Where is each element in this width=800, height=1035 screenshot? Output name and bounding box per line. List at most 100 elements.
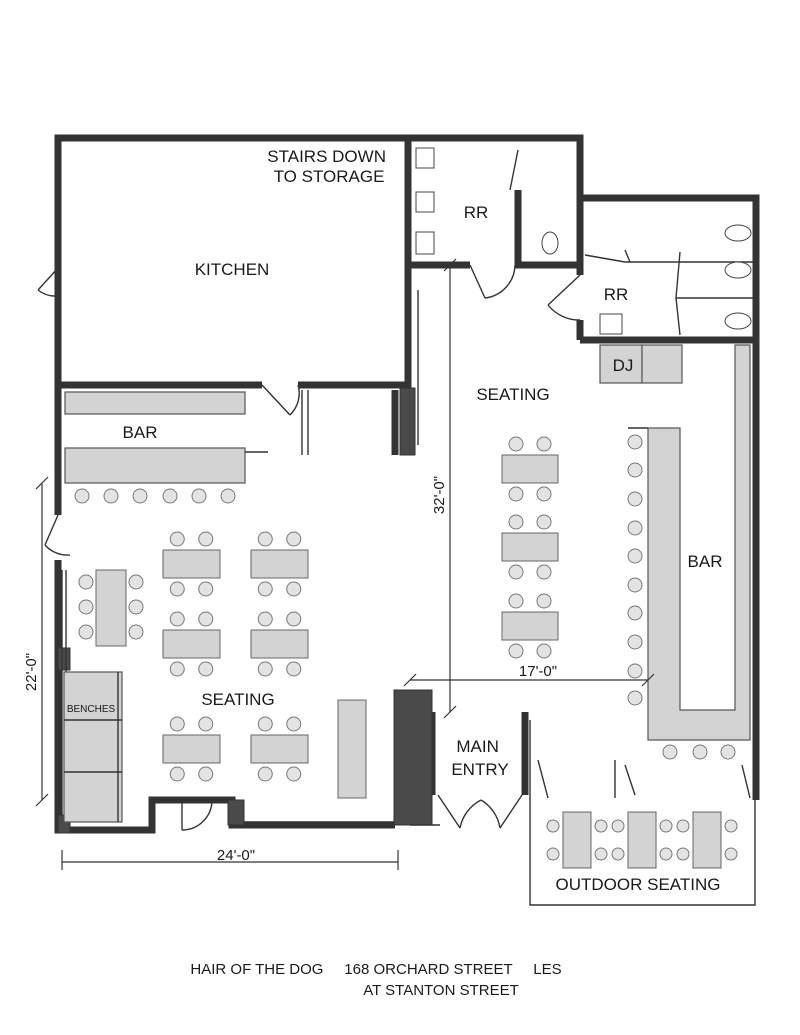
chair bbox=[198, 581, 214, 597]
tables bbox=[95, 454, 722, 869]
chair bbox=[724, 819, 738, 833]
chair bbox=[627, 634, 643, 650]
chair bbox=[627, 690, 643, 706]
chair bbox=[198, 716, 214, 732]
chair bbox=[536, 643, 552, 659]
chair bbox=[257, 716, 273, 732]
chair bbox=[720, 744, 736, 760]
table bbox=[95, 569, 127, 647]
chair bbox=[257, 661, 273, 677]
chair bbox=[286, 531, 302, 547]
stairs-label: STAIRS DOWN TO STORAGE bbox=[267, 147, 390, 186]
restroom-label-1: RR bbox=[464, 203, 489, 222]
chair bbox=[286, 766, 302, 782]
dimension-labels: 32'-0" 17'-0" 22'-0" 24'-0" bbox=[23, 476, 557, 864]
table bbox=[501, 611, 559, 641]
chair bbox=[169, 531, 185, 547]
chair bbox=[627, 577, 643, 593]
chair bbox=[128, 624, 144, 640]
chair bbox=[662, 744, 678, 760]
table bbox=[337, 699, 367, 799]
restroom-fixtures bbox=[415, 147, 752, 335]
restroom-label-2: RR bbox=[604, 285, 629, 304]
chair bbox=[78, 624, 94, 640]
table bbox=[250, 549, 309, 579]
chair bbox=[508, 593, 524, 609]
chair bbox=[286, 611, 302, 627]
chair bbox=[78, 574, 94, 590]
chair bbox=[536, 486, 552, 502]
table bbox=[627, 811, 657, 869]
chair bbox=[198, 766, 214, 782]
chair bbox=[546, 847, 560, 861]
benches-label: BENCHES bbox=[67, 704, 116, 715]
chair bbox=[627, 520, 643, 536]
chair bbox=[627, 491, 643, 507]
chair bbox=[692, 744, 708, 760]
chairs bbox=[74, 434, 738, 861]
kitchen-label: KITCHEN bbox=[195, 260, 270, 279]
dim-17-label: 17'-0" bbox=[519, 663, 557, 680]
room-labels: STAIRS DOWN TO STORAGE KITCHEN RR RR DJ … bbox=[67, 147, 723, 894]
chair bbox=[627, 462, 643, 478]
caption-line-2: AT STANTON STREET bbox=[363, 982, 519, 999]
dimension-lines bbox=[35, 258, 655, 870]
dim-24-label: 24'-0" bbox=[217, 847, 255, 864]
chair bbox=[286, 581, 302, 597]
columns bbox=[57, 387, 433, 834]
chair bbox=[198, 611, 214, 627]
chair bbox=[162, 488, 178, 504]
chair bbox=[220, 488, 236, 504]
chair bbox=[536, 593, 552, 609]
chair bbox=[508, 643, 524, 659]
chair bbox=[594, 819, 608, 833]
chair bbox=[627, 605, 643, 621]
chair bbox=[286, 716, 302, 732]
table bbox=[562, 811, 592, 869]
chair bbox=[169, 716, 185, 732]
chair bbox=[198, 661, 214, 677]
chair bbox=[659, 819, 673, 833]
outdoor-seating-label: OUTDOOR SEATING bbox=[556, 875, 721, 894]
caption-line-1: HAIR OF THE DOG 168 ORCHARD STREET LES bbox=[190, 961, 561, 978]
chair bbox=[724, 847, 738, 861]
chair bbox=[611, 819, 625, 833]
chair bbox=[169, 581, 185, 597]
seating-label-top: SEATING bbox=[476, 385, 549, 404]
chair bbox=[74, 488, 90, 504]
chair bbox=[536, 564, 552, 580]
chair bbox=[198, 531, 214, 547]
chair bbox=[508, 486, 524, 502]
chair bbox=[611, 847, 625, 861]
chair bbox=[676, 819, 690, 833]
chair bbox=[536, 514, 552, 530]
dim-32-label: 32'-0" bbox=[431, 476, 448, 514]
chair bbox=[257, 766, 273, 782]
table bbox=[250, 734, 309, 764]
chair bbox=[627, 548, 643, 564]
chair bbox=[132, 488, 148, 504]
chair bbox=[128, 599, 144, 615]
chair bbox=[257, 581, 273, 597]
chair bbox=[169, 611, 185, 627]
chair bbox=[169, 766, 185, 782]
chair bbox=[627, 663, 643, 679]
chair bbox=[169, 661, 185, 677]
chair bbox=[594, 847, 608, 861]
bar-label-right: BAR bbox=[688, 552, 723, 571]
chair bbox=[257, 531, 273, 547]
caption: HAIR OF THE DOG 168 ORCHARD STREET LES A… bbox=[190, 961, 561, 999]
table bbox=[162, 549, 221, 579]
chair bbox=[508, 514, 524, 530]
chair bbox=[128, 574, 144, 590]
chair bbox=[508, 436, 524, 452]
chair bbox=[103, 488, 119, 504]
chair bbox=[627, 434, 643, 450]
main-entry-label: MAIN ENTRY bbox=[451, 737, 508, 779]
table bbox=[692, 811, 722, 869]
table bbox=[162, 629, 221, 659]
seating-label-main: SEATING bbox=[201, 690, 274, 709]
chair bbox=[257, 611, 273, 627]
dim-22-label: 22'-0" bbox=[23, 653, 40, 691]
